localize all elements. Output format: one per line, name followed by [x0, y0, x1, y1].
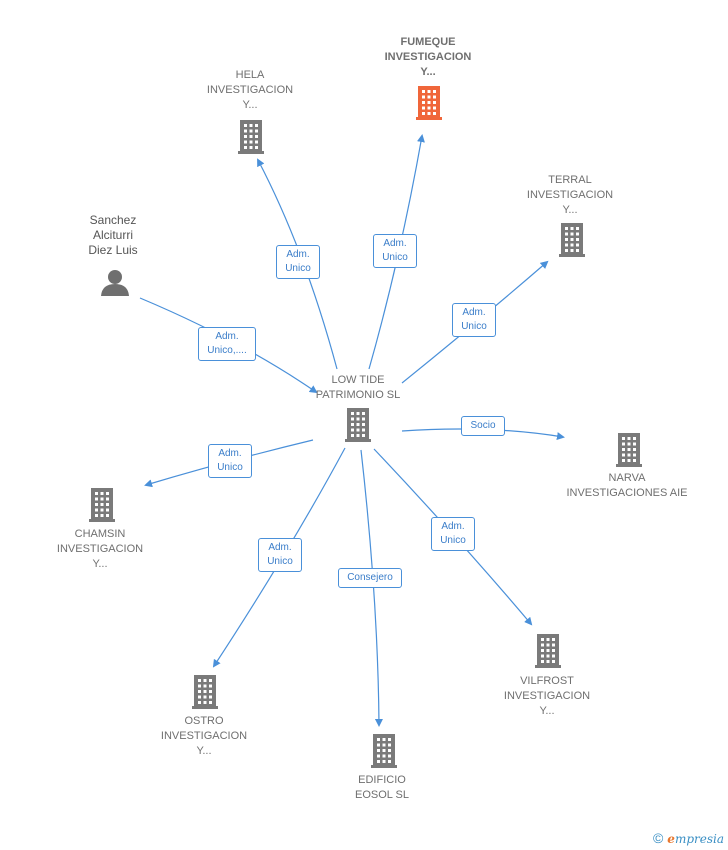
building-icon-edificio[interactable]	[371, 734, 397, 768]
building-icon-hela[interactable]	[238, 120, 264, 154]
building-icon-ostro[interactable]	[192, 675, 218, 709]
edge-label-hela[interactable]: Adm. Unico	[276, 245, 320, 279]
edge-label-narva[interactable]: Socio	[461, 416, 505, 436]
edge-edificio	[360, 449, 383, 727]
edge-label-edificio[interactable]: Consejero	[338, 568, 402, 588]
node-label-ostro[interactable]: OSTRO INVESTIGACION Y...	[160, 715, 248, 757]
brand-logo: empresia	[667, 832, 724, 846]
building-icon-terral[interactable]	[559, 223, 585, 257]
node-label-fumeque[interactable]: FUMEQUE INVESTIGACION Y...	[384, 36, 472, 78]
footer-brand: ©empresia	[653, 830, 724, 846]
person-icon-sanchez[interactable]	[101, 270, 129, 296]
edge-label-sanchez[interactable]: Adm. Unico,....	[198, 327, 256, 361]
node-label-chamsin[interactable]: CHAMSIN INVESTIGACION Y...	[56, 528, 144, 570]
building-icon-chamsin[interactable]	[89, 488, 115, 522]
node-label-vilfrost[interactable]: VILFROST INVESTIGACION Y...	[503, 675, 591, 717]
edge-label-chamsin[interactable]: Adm. Unico	[208, 444, 252, 478]
edge-label-ostro[interactable]: Adm. Unico	[258, 538, 302, 572]
edge-label-terral[interactable]: Adm. Unico	[452, 303, 496, 337]
building-icon-lowtide[interactable]	[345, 408, 371, 442]
building-icon-narva[interactable]	[616, 433, 642, 467]
copyright-icon: ©	[652, 830, 664, 846]
node-label-hela[interactable]: HELA INVESTIGACION Y...	[206, 69, 294, 111]
node-label-terral[interactable]: TERRAL INVESTIGACION Y...	[526, 174, 614, 216]
node-label-edificio[interactable]: EDIFICIO EOSOL SL	[354, 774, 409, 801]
node-label-narva[interactable]: NARVA INVESTIGACIONES AIE	[566, 472, 688, 499]
edge-label-fumeque[interactable]: Adm. Unico	[373, 234, 417, 268]
building-icon-fumeque[interactable]	[416, 86, 442, 120]
node-label-sanchez[interactable]: Sanchez Alciturri Diez Luis	[88, 213, 138, 257]
node-label-lowtide[interactable]: LOW TIDE PATRIMONIO SL	[315, 374, 401, 401]
icons-layer	[89, 86, 642, 768]
building-icon-vilfrost[interactable]	[535, 634, 561, 668]
edge-label-vilfrost[interactable]: Adm. Unico	[431, 517, 475, 551]
